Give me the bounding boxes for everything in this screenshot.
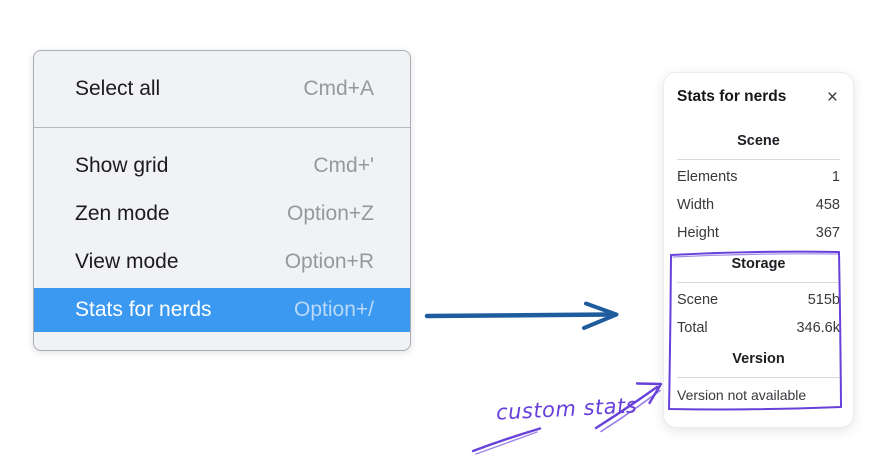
version-note: Version not available — [677, 387, 807, 403]
menu-item-label: Zen mode — [75, 202, 170, 225]
stat-row-scene-storage: Scene 515b — [677, 291, 840, 310]
annotation-arrow-tail — [471, 427, 542, 453]
stat-row-width: Width 458 — [677, 196, 840, 215]
stat-value: 367 — [815, 225, 840, 241]
stat-label: Elements — [677, 169, 738, 185]
section-heading-storage: Storage — [731, 256, 786, 272]
panel-title: Stats for nerds — [677, 88, 787, 105]
menu-item-stats-for-nerds[interactable]: Stats for nerds Option+/ — [34, 288, 410, 332]
menu-item-label: View mode — [75, 250, 179, 273]
stat-row-elements: Elements 1 — [677, 168, 840, 187]
custom-stats-label: custom stats — [495, 393, 638, 425]
stat-label: Total — [677, 320, 708, 336]
stat-value: 458 — [815, 197, 840, 213]
stats-panel: Stats for nerds × Scene Elements 1 Width… — [663, 72, 854, 428]
menu-item-view-mode[interactable]: View mode Option+R — [34, 238, 410, 286]
section-divider — [677, 282, 840, 283]
menu-item-label: Stats for nerds — [75, 298, 212, 321]
stat-row-height: Height 367 — [677, 224, 840, 243]
menu-item-label: Show grid — [75, 154, 169, 177]
menu-item-select-all[interactable]: Select all Cmd+A — [34, 65, 410, 113]
context-menu: Select all Cmd+A Show grid Cmd+' Zen mod… — [33, 50, 411, 351]
menu-divider — [34, 127, 410, 128]
section-heading-version: Version — [732, 351, 785, 367]
stat-value: 515b — [807, 292, 840, 308]
menu-item-label: Select all — [75, 77, 161, 100]
stat-label: Scene — [677, 292, 719, 308]
pointer-arrow-head — [582, 301, 619, 330]
annotation-arrow-tail-retrace — [475, 431, 538, 455]
stat-value: 346.6k — [796, 320, 840, 336]
section-divider — [677, 159, 840, 160]
stat-value: 1 — [831, 169, 840, 185]
section-divider — [677, 377, 840, 378]
stat-label: Width — [677, 197, 715, 213]
menu-item-shortcut: Cmd+A — [303, 77, 374, 100]
annotation-arrow-head — [635, 382, 663, 405]
menu-item-zen-mode[interactable]: Zen mode Option+Z — [34, 190, 410, 238]
close-icon[interactable]: × — [826, 86, 838, 108]
pointer-arrow-shaft — [424, 312, 614, 319]
stat-label: Height — [677, 225, 719, 241]
menu-item-shortcut: Option+/ — [294, 298, 374, 321]
menu-item-shortcut: Cmd+' — [313, 154, 374, 177]
menu-item-shortcut: Option+Z — [287, 202, 374, 225]
menu-item-show-grid[interactable]: Show grid Cmd+' — [34, 142, 410, 190]
section-heading-scene: Scene — [737, 133, 780, 149]
stat-row-total-storage: Total 346.6k — [677, 319, 840, 338]
menu-item-shortcut: Option+R — [284, 250, 374, 273]
stats-panel-header: Stats for nerds × — [677, 86, 840, 108]
